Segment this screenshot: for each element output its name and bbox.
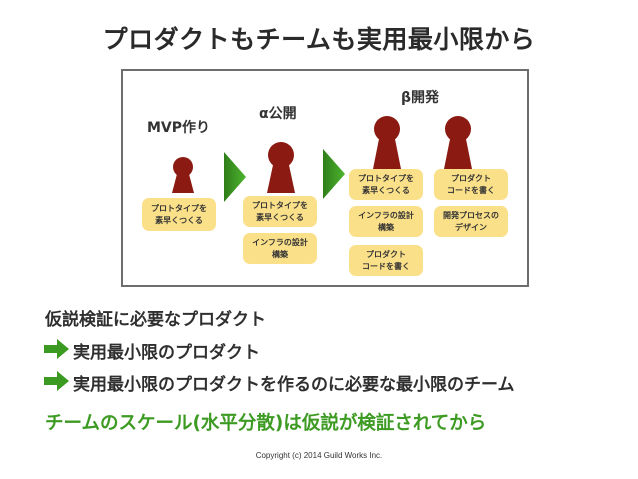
copyright-notice: Copyright (c) 2014 Guild Works Inc. xyxy=(255,451,383,460)
statement-line-1: 仮説検証に必要なプロダクト xyxy=(45,310,266,330)
pawn-icon-beta-1 xyxy=(373,116,401,169)
green-arrow-icon-2 xyxy=(44,371,69,391)
stage-label-alpha: α公開 xyxy=(259,106,297,122)
statement-line-3: 実用最小限のプロダクトを作るのに必要な最小限のチーム xyxy=(73,375,515,395)
card-mvp-prototype: プロトタイプを 素早くつくる xyxy=(142,198,216,231)
slide-title: プロダクトもチームも実用最小限から xyxy=(102,25,536,54)
card-alpha-infra: インフラの設計 構築 xyxy=(243,233,317,264)
green-arrow-icon-1 xyxy=(44,339,69,359)
pawn-icon-alpha xyxy=(267,142,295,193)
stage-arrow-icon-2 xyxy=(323,149,345,199)
stage-label-beta: β開発 xyxy=(401,90,440,106)
pawn-icon-beta-2 xyxy=(444,116,472,169)
statement-line-4: チームのスケール(水平分散)は仮説が検証されてから xyxy=(45,413,487,434)
statement-line-2: 実用最小限のプロダクト xyxy=(73,343,260,363)
stage-arrow-icon-1 xyxy=(224,152,246,202)
card-beta-process-design: 開発プロセスの デザイン xyxy=(434,206,508,237)
stage-label-mvp: MVP作り xyxy=(147,120,211,136)
pawn-icon-mvp xyxy=(172,157,194,193)
card-beta-product-code-2: プロダクト コードを書く xyxy=(434,169,508,200)
card-beta-product-code: プロダクト コードを書く xyxy=(349,245,423,276)
card-beta-prototype: プロトタイプを 素早くつくる xyxy=(349,169,423,200)
card-beta-infra: インフラの設計 構築 xyxy=(349,206,423,237)
stage-diagram: MVP作り α公開 β開発 xyxy=(121,69,529,287)
card-alpha-prototype: プロトタイプを 素早くつくる xyxy=(243,196,317,227)
